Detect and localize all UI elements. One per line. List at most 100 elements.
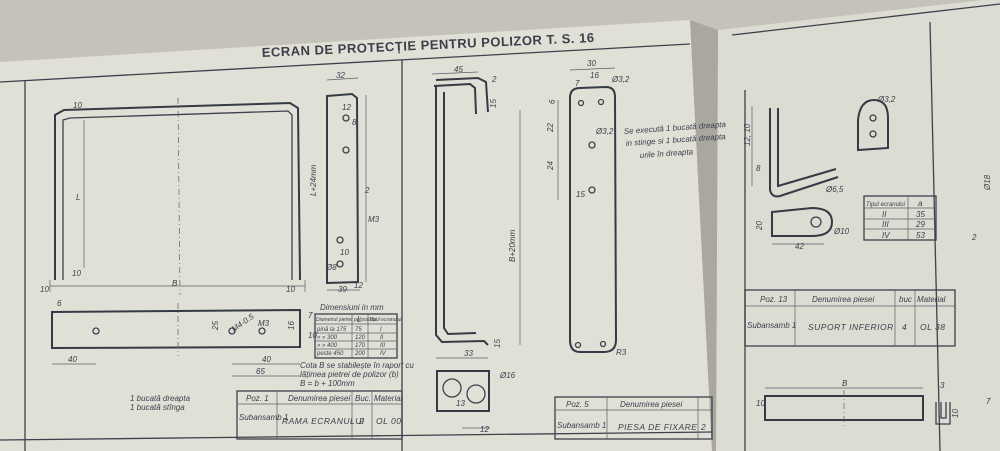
dimensions-table [314,313,398,359]
table-cell: II [882,210,887,219]
dim-40-b: 40 [262,355,271,364]
frame-front-view [49,97,306,296]
dim-33: 33 [464,349,473,358]
right-page [716,0,1000,451]
dim-15-b: 15 [493,339,502,348]
frame-bottom-view [51,303,301,377]
dim-b: B [172,279,178,288]
dim-b-plus-20: B+20mm [508,229,517,262]
plate-view [557,67,618,353]
left-page [0,20,712,451]
dim-10-c: 10 [40,285,49,294]
table-cell: peste 450 [316,351,344,357]
dim-12: 12 [480,425,489,434]
dim-phi8: Ø8 [325,263,337,272]
dim-8: 8 [756,164,761,173]
table-header-type: Tipul ecranului [369,317,402,323]
dim-12-10: 12, 10 [743,123,752,146]
poz-label: Poz. 1 [246,394,269,403]
subassembly-label: Subansamb 1 [239,413,288,422]
dim-22: 22 [546,123,555,133]
dim-25: 25 [211,321,220,331]
dim-10-b: 10 [951,409,960,418]
dim-phi3-2: Ø3,2 [877,95,896,104]
z-bracket-end-view [436,370,490,429]
plate-note: urile în dreapta [640,147,694,160]
dim-2: 2 [491,75,497,84]
note-line: B = b + 100mm [300,379,355,388]
table-cell: III [380,343,385,349]
title-block-left [236,390,403,440]
quantity-line: 1 bucată stînga [130,403,185,412]
table-cell: 200 [354,351,366,357]
part-name: RAMA ECRANULUI [282,416,365,426]
dim-16: 16 [590,71,599,80]
part-name: PIESA DE FIXARE [618,422,697,432]
dim-10-a: 10 [73,101,82,110]
dim-phi3-2-a: Ø3,2 [611,75,630,84]
dim-10-d: 10 [286,285,295,294]
table-cell: pină la 175 [316,327,347,333]
dim-15: 15 [576,190,585,199]
part-qty: 4 [902,322,907,332]
dim-7: 7 [308,311,313,320]
title-block-middle [554,396,713,440]
title-block-right [744,289,956,347]
dim-r3: R3 [616,348,627,357]
subassembly-label: Subansamb 1 [747,321,796,330]
table-cell: III [882,220,889,229]
dim-7: 7 [986,397,991,406]
buc-label: Buc. [355,394,371,403]
part-material: OL 38 [920,322,946,332]
subassembly-label: Subansamb 1 [557,421,606,430]
dim-phi18: Ø18 [983,174,992,191]
dim-2: 2 [364,186,370,195]
dim-13: 13 [456,399,465,408]
flat-bar-view [764,387,951,426]
lower-bracket-view [751,98,889,245]
part-qty: 2 [700,422,706,432]
dim-3: 3 [940,381,945,390]
dim-20: 20 [755,221,764,231]
z-bracket-view [431,71,521,359]
dim-phi6-5: Ø6,5 [825,185,844,194]
dim-24: 24 [546,161,555,171]
table-cell: 53 [916,231,925,240]
frame-side-view [326,77,367,291]
dim-b: B [842,379,848,388]
table-title: Dimensiuni in mm [320,303,384,312]
note-line: Cota B se stabilește în raport cu [300,361,414,370]
page-gutter [690,20,718,451]
dim-phi16: Ø16 [499,371,516,380]
dim-12-b: 12 [354,281,363,290]
dim-6: 6 [57,299,62,308]
poz-label: Poz. 5 [566,400,589,409]
dim-l: L [76,193,80,202]
dim-10-a: 10 [756,399,765,408]
name-label: Denumirea piesei [620,400,682,409]
dim-phi10: Ø10 [833,227,850,236]
dim-l-plus-24: L+24mm [309,164,318,196]
buc-label: buc [899,295,912,304]
table-header-diameter: Diametrul pietrei polizorului [316,317,377,323]
table-cell: I [380,327,382,333]
dim-39: 39 [338,285,347,294]
part-qty: 2 [358,416,364,426]
dim-30: 30 [587,59,596,68]
sheet-frame [0,3,1000,451]
dim-m3: M3 [368,215,380,224]
part-material: OL 00 [376,416,402,426]
table-header-type: Tipul ecranului [866,202,906,208]
table-header-a: a [918,199,923,208]
table-cell: IV [380,351,387,357]
table-cell: 75 [355,327,362,333]
note-line: lățimea pietrei de polizor (b) [300,370,399,379]
dim-42: 42 [795,242,804,251]
dim-16: 16 [287,321,296,330]
dim-10-f: 10 [308,331,317,340]
dim-2: 2 [971,233,977,242]
poz-label: Poz. 13 [760,295,788,304]
dim-6: 6 [548,99,557,104]
dim-8: 8 [352,118,357,127]
